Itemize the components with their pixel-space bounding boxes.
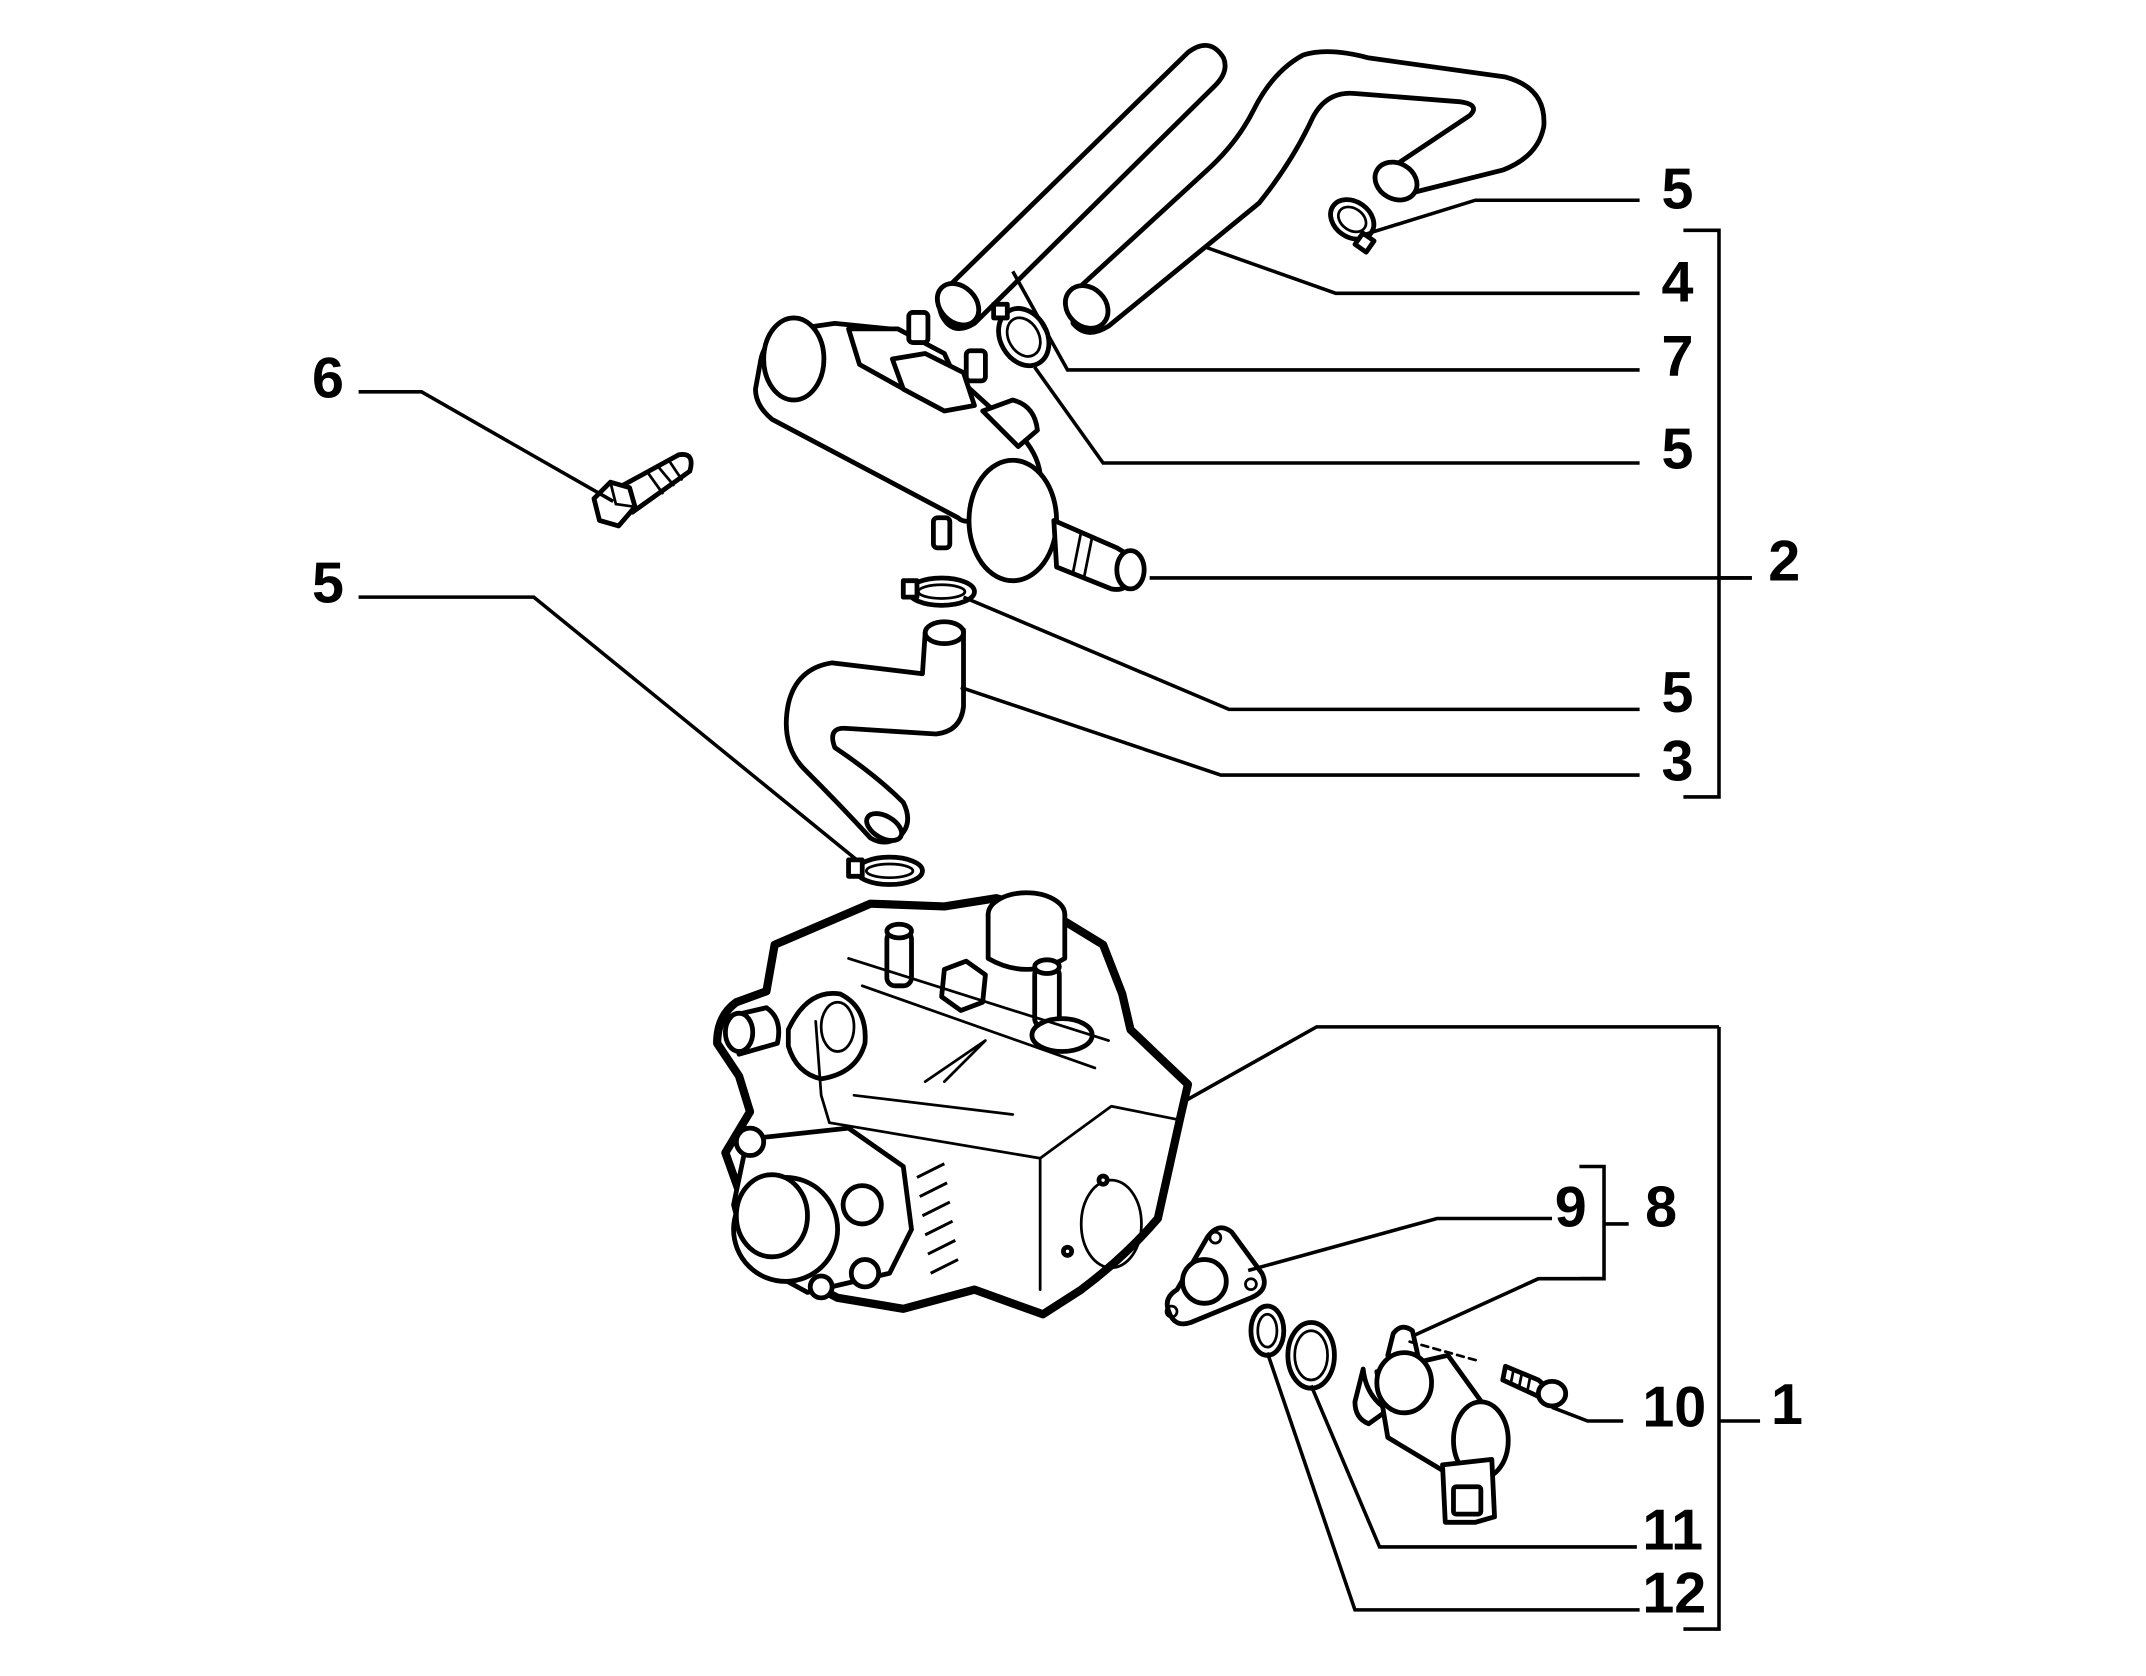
bolt-part bbox=[591, 452, 694, 529]
o-ring-part-12 bbox=[1248, 1303, 1287, 1358]
fuel-filter-housing bbox=[753, 310, 1147, 592]
callout-5-top: 5 bbox=[1662, 157, 1694, 221]
upper-straight-hose bbox=[934, 43, 1228, 332]
callout-1: 1 bbox=[1771, 1373, 1803, 1437]
callout-10: 10 bbox=[1642, 1376, 1706, 1440]
callout-9: 9 bbox=[1555, 1176, 1587, 1240]
callout-3: 3 bbox=[1662, 730, 1694, 794]
callout-8: 8 bbox=[1645, 1176, 1677, 1240]
callout-7: 7 bbox=[1662, 324, 1694, 388]
pressure-regulator-valve bbox=[1352, 1324, 1511, 1525]
callout-4: 4 bbox=[1662, 250, 1694, 314]
leader-lines bbox=[358, 198, 1752, 1612]
lower-hose bbox=[783, 619, 966, 845]
callout-11: 11 bbox=[1642, 1499, 1703, 1563]
o-ring-part-11 bbox=[1285, 1320, 1337, 1391]
callout-5-second: 5 bbox=[1662, 417, 1694, 481]
hose-clamp-lower bbox=[846, 854, 925, 887]
callout-5-left: 5 bbox=[312, 552, 344, 616]
callout-labels: 5 4 7 5 2 5 3 6 5 9 8 10 1 11 12 bbox=[312, 157, 1803, 1625]
hose-clamp-middle bbox=[900, 575, 977, 608]
screw-part bbox=[1500, 1363, 1569, 1409]
high-pressure-pump bbox=[713, 890, 1193, 1319]
hose-clamp-upper-left bbox=[991, 301, 1052, 369]
upper-bent-hose bbox=[1062, 49, 1547, 335]
gasket-part bbox=[1164, 1225, 1267, 1327]
callout-12: 12 bbox=[1642, 1562, 1706, 1626]
callout-2: 2 bbox=[1768, 530, 1800, 594]
hose-clamp-upper-right bbox=[1328, 197, 1377, 255]
callout-5-third: 5 bbox=[1662, 661, 1694, 725]
group-brackets bbox=[1579, 228, 1761, 1631]
callout-6: 6 bbox=[312, 346, 344, 410]
